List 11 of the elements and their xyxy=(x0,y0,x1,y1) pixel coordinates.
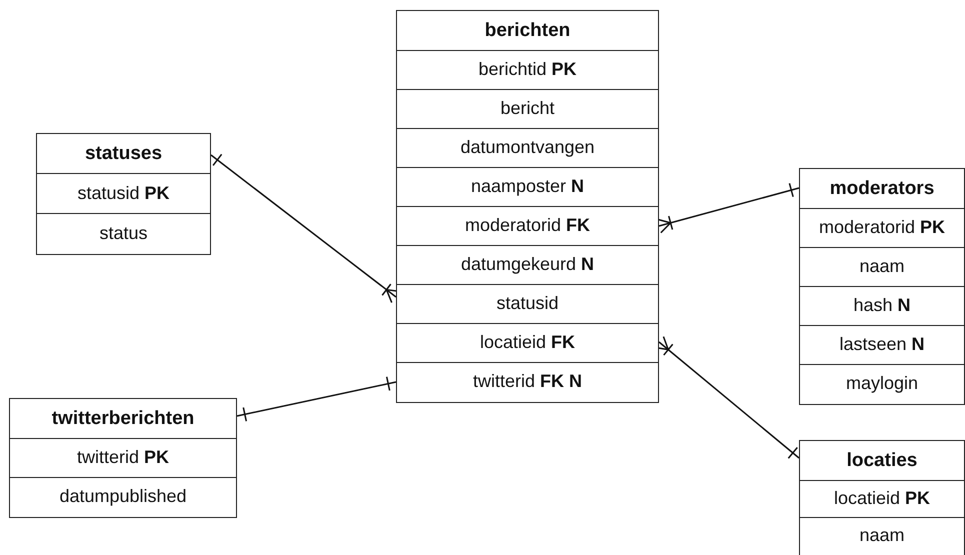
table-title: moderators xyxy=(830,178,934,200)
entity-table xyxy=(9,398,237,518)
table-title: berichten xyxy=(484,20,570,42)
entity-table xyxy=(799,168,965,404)
entity-table xyxy=(799,440,965,555)
relationship-line xyxy=(236,376,396,422)
table-title: twitterberichten xyxy=(52,408,194,430)
entity-table xyxy=(396,10,659,402)
table-title: statuses xyxy=(84,143,162,165)
table-title: locaties xyxy=(846,450,918,472)
entity-table xyxy=(36,133,211,254)
